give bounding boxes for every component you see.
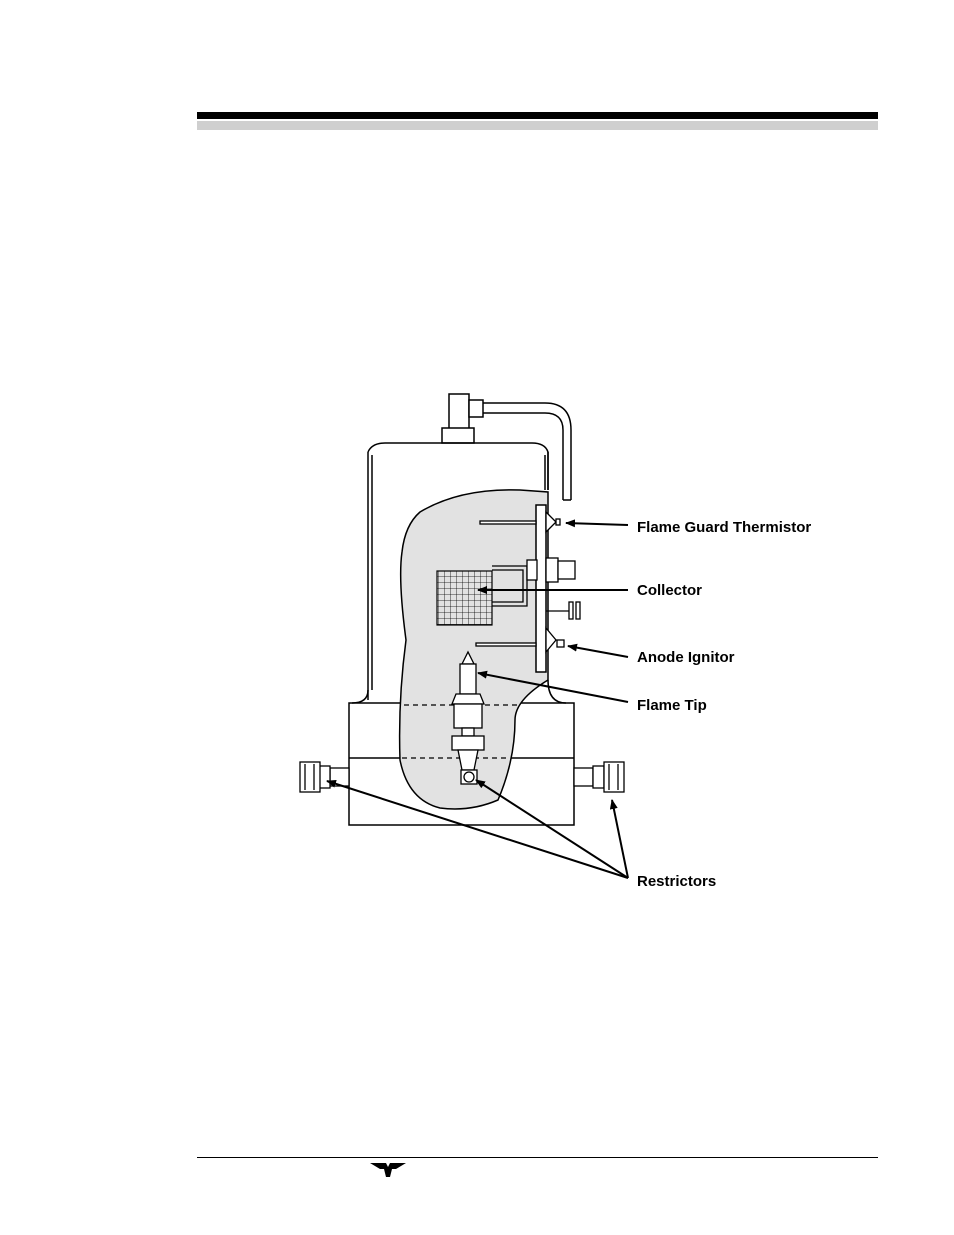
header-rule-shadow bbox=[197, 121, 878, 130]
label-restrictors: Restrictors bbox=[637, 873, 716, 890]
footer-rule bbox=[197, 1157, 878, 1158]
side-plate bbox=[535, 504, 547, 673]
left-restrictor-fitting bbox=[299, 761, 350, 793]
arrow-flame-tip bbox=[477, 670, 629, 703]
flame-tip-assembly bbox=[451, 650, 485, 785]
right-restrictor-fitting bbox=[573, 761, 625, 793]
arrow-anode-ignitor bbox=[567, 643, 629, 658]
upper-housing bbox=[351, 442, 567, 704]
top-fitting bbox=[441, 393, 572, 501]
label-anode-ignitor: Anode Ignitor bbox=[637, 649, 735, 666]
collector-connector bbox=[492, 557, 581, 620]
arrow-restrictor-center bbox=[475, 779, 629, 879]
company-logo-icon bbox=[370, 1163, 406, 1177]
label-collector: Collector bbox=[637, 582, 702, 599]
label-flame-tip: Flame Tip bbox=[637, 697, 707, 714]
thermistor-assembly bbox=[475, 510, 565, 654]
header-rule-bar bbox=[197, 112, 878, 119]
label-flame-guard-thermistor: Flame Guard Thermistor bbox=[637, 519, 811, 536]
callout-arrows bbox=[326, 519, 629, 879]
arrow-restrictor-right bbox=[609, 799, 629, 879]
arrow-flame-guard-thermistor bbox=[565, 519, 629, 528]
arrow-restrictor-left bbox=[326, 779, 629, 879]
collector-grid bbox=[436, 570, 493, 626]
